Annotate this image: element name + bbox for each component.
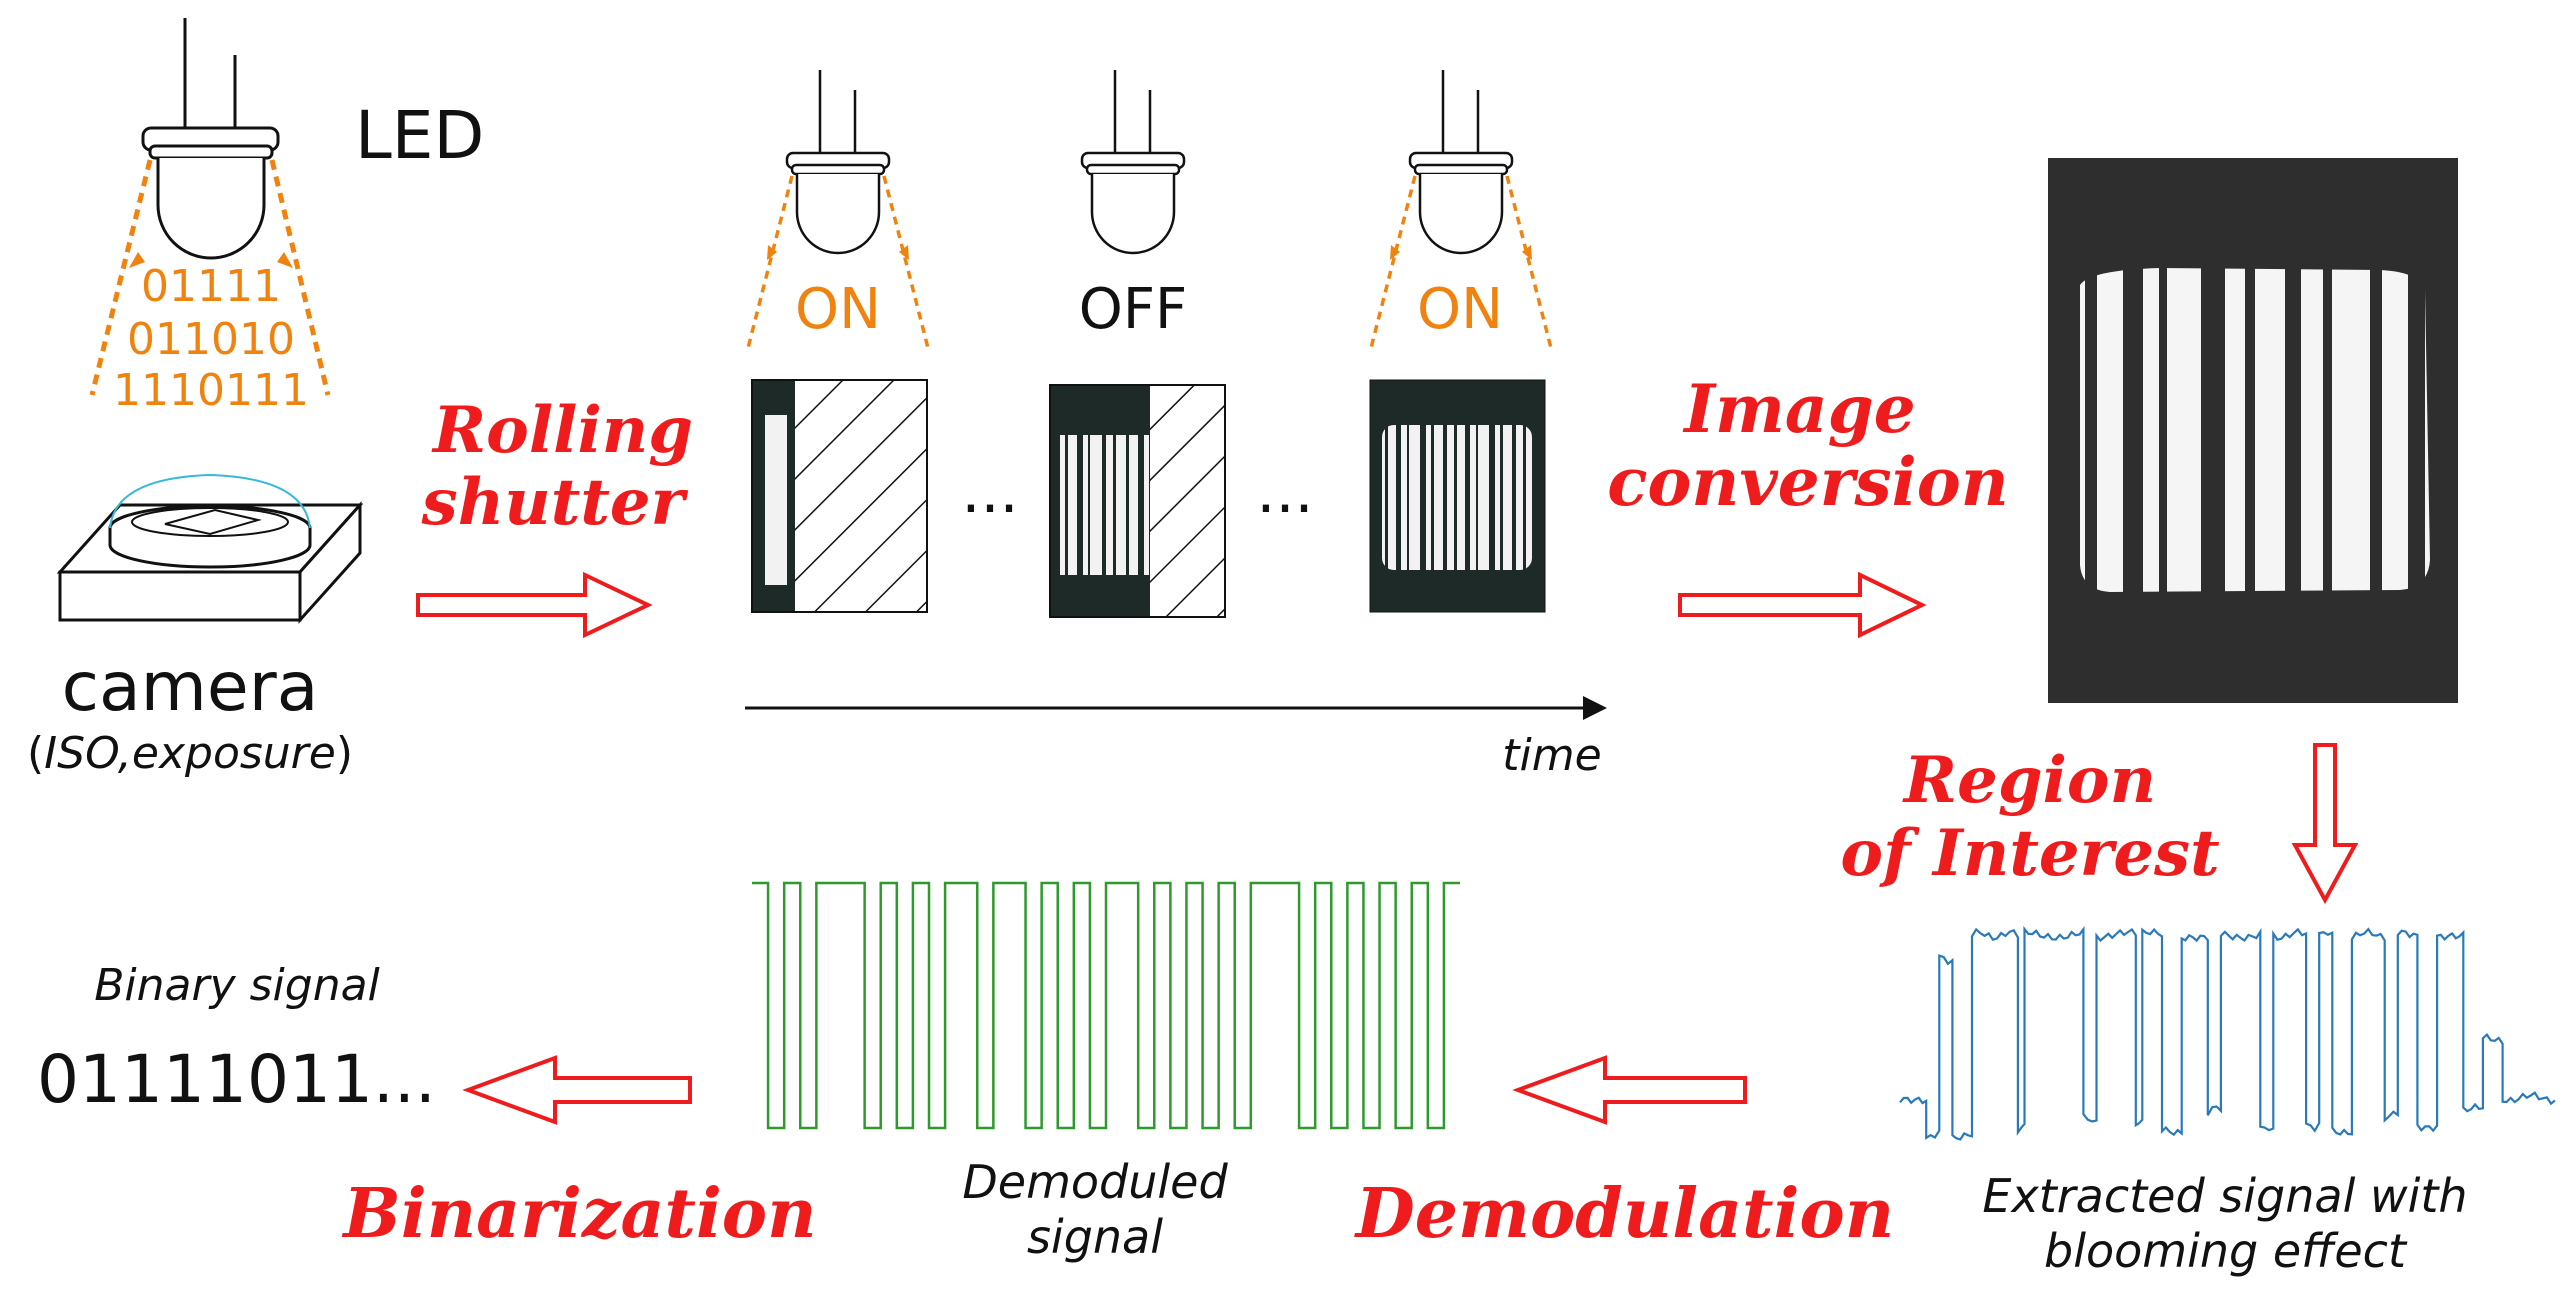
bits-line-2: 011010 bbox=[127, 314, 295, 365]
extracted-caption-line1: Extracted signal with bbox=[1982, 1169, 2467, 1223]
led-on-icon-1 bbox=[745, 70, 931, 353]
barcode-stripe bbox=[1512, 425, 1516, 570]
bits-line-1: 01111 bbox=[141, 261, 281, 312]
frame-1-partial bbox=[751, 379, 928, 613]
barcode-stripe bbox=[1476, 425, 1478, 570]
arrow-right-2 bbox=[1678, 571, 1927, 639]
demoduled-caption-line2: signal bbox=[1027, 1210, 1163, 1264]
arrow-left-binar bbox=[462, 1055, 692, 1125]
converted-image bbox=[2048, 158, 2458, 703]
barcode-stripe bbox=[1420, 425, 1426, 570]
state-label-2: OFF bbox=[1079, 277, 1188, 342]
barcode-stripe bbox=[1523, 425, 1526, 570]
barcode-stripe bbox=[1465, 425, 1470, 570]
state-label-3: ON bbox=[1417, 277, 1503, 342]
binary-signal-title: Binary signal bbox=[94, 960, 380, 1011]
barcode-stripe bbox=[1102, 435, 1106, 575]
barcode-stripe bbox=[1500, 425, 1503, 570]
camera-params: (ISO,exposure) bbox=[27, 728, 353, 779]
barcode-stripe bbox=[1065, 435, 1068, 575]
led-on-icon-2 bbox=[1368, 70, 1554, 353]
big-led-light-rays bbox=[89, 159, 331, 396]
barcode-stripe bbox=[1126, 435, 1129, 575]
state-label-1: ON bbox=[795, 277, 881, 342]
arrow-left-demod bbox=[1512, 1055, 1747, 1125]
barcode-stripe bbox=[1385, 425, 1388, 570]
frame-2-partial bbox=[1049, 384, 1226, 618]
barcode-stripe bbox=[2159, 268, 2167, 592]
extracted-signal-trace bbox=[1899, 925, 2556, 1141]
arrow-right-1 bbox=[416, 571, 653, 639]
time-label: time bbox=[1502, 730, 1601, 781]
ellipsis-2: ... bbox=[1256, 457, 1313, 527]
barcode-stripe bbox=[1454, 425, 1457, 570]
barcode-stripe bbox=[2285, 268, 2301, 592]
frame-3-full bbox=[1369, 379, 1546, 613]
step-demodulation: Demodulation bbox=[1354, 1174, 1894, 1254]
demoduled-caption-line1: Demoduled bbox=[962, 1155, 1228, 1209]
camera-label: camera bbox=[62, 648, 319, 727]
led-off-icon bbox=[1080, 70, 1186, 255]
step-rolling-line2: shutter bbox=[421, 465, 689, 540]
arrow-down bbox=[2291, 743, 2359, 905]
barcode-stripe bbox=[1443, 425, 1447, 570]
step-roi-line2: of Interest bbox=[1840, 816, 2219, 891]
barcode-stripe bbox=[2085, 268, 2097, 592]
barcode-stripe bbox=[1407, 425, 1409, 570]
barcode-stripe bbox=[1077, 435, 1083, 575]
step-image-line2: conversion bbox=[1607, 443, 2009, 521]
extracted-caption-line2: blooming effect bbox=[2044, 1224, 2408, 1278]
bits-line-3: 1110111 bbox=[113, 365, 309, 416]
demodulated-signal-trace bbox=[752, 881, 1460, 1130]
barcode-stripe bbox=[2123, 268, 2143, 592]
barcode-stripe bbox=[1113, 435, 1116, 575]
barcode-stripe bbox=[2408, 268, 2425, 592]
barcode-stripe bbox=[1431, 425, 1434, 570]
binary-output: 01111011... bbox=[37, 1041, 436, 1118]
barcode-stripe bbox=[1489, 425, 1495, 570]
big-led-icon bbox=[141, 18, 280, 260]
barcode-stripe bbox=[1396, 425, 1401, 570]
barcode-stripe bbox=[2201, 268, 2225, 592]
ellipsis-1: ... bbox=[961, 457, 1018, 527]
barcode-stripe bbox=[2370, 268, 2382, 592]
camera-icon bbox=[56, 473, 364, 624]
barcode-stripe bbox=[1149, 435, 1150, 575]
step-image-line1: Image bbox=[1682, 370, 1916, 448]
led-label: LED bbox=[355, 97, 484, 174]
step-roi-line1: Region bbox=[1902, 743, 2156, 818]
barcode-stripe bbox=[1138, 435, 1144, 575]
barcode-stripe bbox=[2323, 268, 2332, 592]
barcode-stripe bbox=[1088, 435, 1090, 575]
step-binarization: Binarization bbox=[341, 1174, 816, 1254]
step-rolling-line1: Rolling bbox=[431, 393, 693, 468]
barcode-stripe bbox=[2245, 268, 2255, 592]
